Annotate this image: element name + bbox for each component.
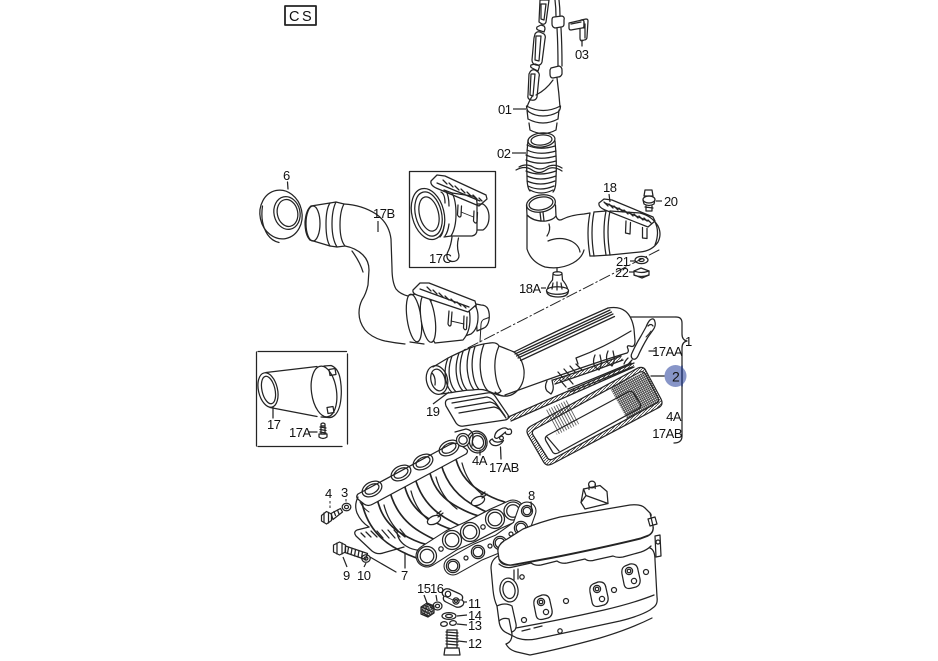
- svg-text:3: 3: [341, 485, 348, 500]
- svg-text:4A: 4A: [666, 409, 682, 424]
- svg-text:4A: 4A: [472, 453, 488, 468]
- svg-text:17AA: 17AA: [652, 344, 683, 359]
- svg-text:15: 15: [417, 581, 431, 596]
- svg-text:CS: CS: [289, 9, 314, 25]
- svg-text:02: 02: [497, 146, 511, 161]
- svg-text:9: 9: [343, 568, 350, 583]
- svg-text:17A: 17A: [289, 425, 311, 440]
- svg-text:01: 01: [498, 102, 512, 117]
- svg-text:03: 03: [575, 47, 589, 62]
- svg-text:20: 20: [664, 194, 678, 209]
- svg-text:6: 6: [283, 168, 290, 183]
- svg-text:17B: 17B: [373, 206, 395, 221]
- svg-text:17AB: 17AB: [489, 460, 519, 475]
- svg-text:22: 22: [615, 265, 629, 280]
- svg-text:7: 7: [401, 568, 408, 583]
- svg-text:2: 2: [672, 369, 680, 385]
- svg-text:16: 16: [430, 581, 444, 596]
- svg-text:11: 11: [468, 596, 481, 611]
- svg-text:4: 4: [325, 486, 332, 501]
- svg-text:18A: 18A: [519, 281, 541, 296]
- svg-text:17C: 17C: [429, 251, 451, 266]
- svg-text:14: 14: [468, 608, 482, 623]
- svg-text:17AB: 17AB: [652, 426, 682, 441]
- svg-text:8: 8: [528, 488, 535, 503]
- svg-text:18: 18: [603, 180, 617, 195]
- svg-text:21: 21: [616, 254, 630, 269]
- svg-text:1: 1: [685, 334, 692, 349]
- svg-text:17: 17: [267, 417, 281, 432]
- svg-text:10: 10: [357, 568, 371, 583]
- svg-text:13: 13: [468, 618, 482, 633]
- svg-text:19: 19: [426, 404, 440, 419]
- svg-text:12: 12: [468, 636, 482, 651]
